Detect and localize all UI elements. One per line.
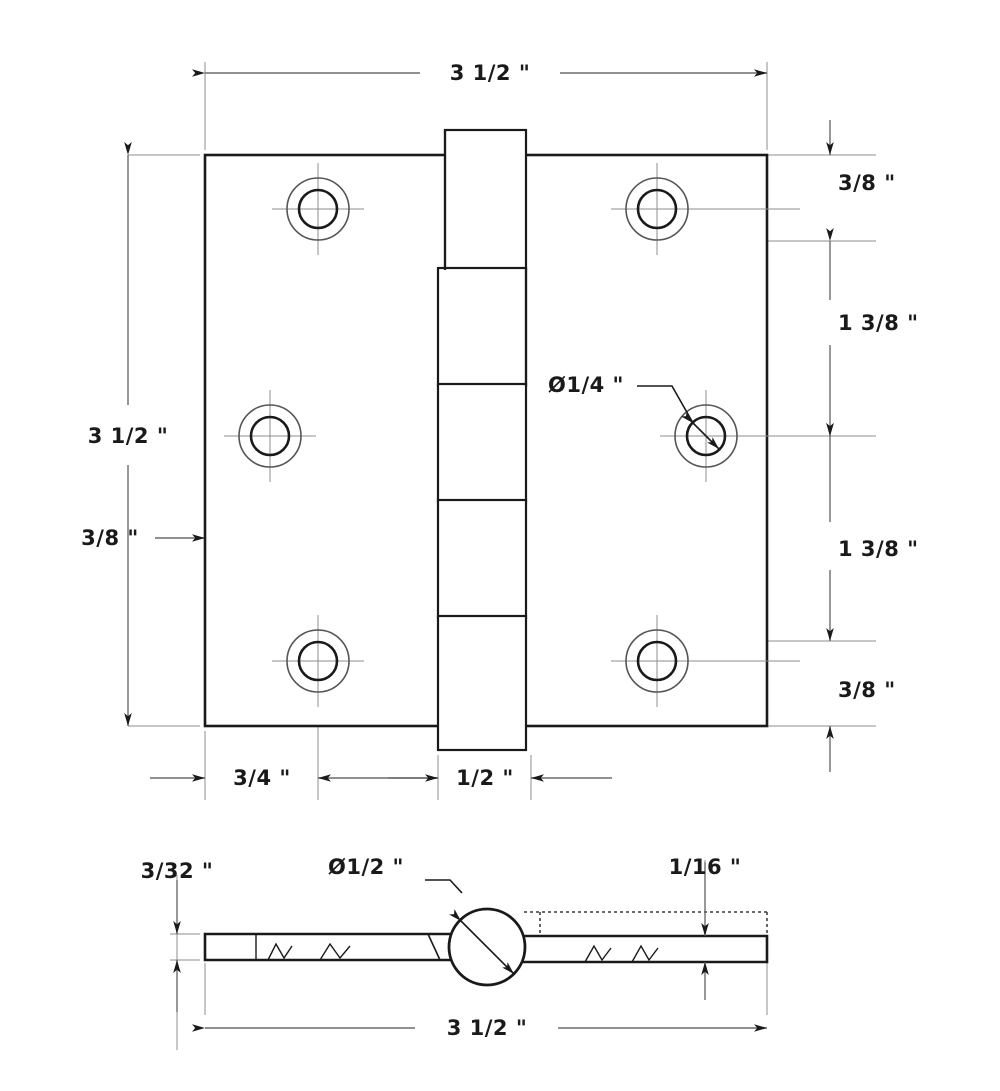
- dim-knuckle-width-label: 1/2 ": [456, 766, 514, 790]
- dim-left-edge-offset-label: 3/8 ": [81, 526, 139, 550]
- knuckle-segment-2: [436, 266, 528, 388]
- dim-right-chain: 3/8 " 1 3/8 " 1 3/8 " 3/8 ": [826, 120, 919, 772]
- dim-bottom-chain: 3/4 " 1/2 ": [150, 766, 612, 790]
- dim-section-overall-length: 3 1/2 ": [192, 1016, 767, 1040]
- dim-overall-height-left-label: 3 1/2 ": [88, 424, 169, 448]
- dim-hole-diameter-label: Ø1/4 ": [548, 373, 624, 397]
- dim-bottom-left-offset-label: 3/4 ": [233, 766, 291, 790]
- knuckle-segment-3: [436, 382, 528, 504]
- dim-overall-width-top: 3 1/2 ": [192, 61, 767, 85]
- dim-gap: 1/16 ": [669, 855, 742, 1000]
- knuckle-segment-5: [436, 614, 528, 752]
- dim-right-2-label: 1 3/8 ": [838, 311, 919, 335]
- dim-barrel-diameter-label: Ø1/2 ": [328, 855, 404, 879]
- screw-hole: [625, 629, 689, 693]
- hole-diameter-leader: [637, 385, 694, 424]
- section-view-group: 3/32 ": [141, 855, 769, 1050]
- screw-hole: [286, 177, 350, 241]
- left-leaf-section: [203, 932, 462, 962]
- dim-right-4-label: 3/8 ": [838, 678, 896, 702]
- dim-hole-diameter: Ø1/4 ": [548, 373, 720, 450]
- knuckle-segment-1: [443, 128, 528, 272]
- dim-right-3-label: 1 3/8 ": [838, 537, 919, 561]
- dim-gap-label: 1/16 ": [669, 855, 742, 879]
- dim-overall-height-left: 3 1/2 ": [88, 142, 169, 726]
- screw-hole: [625, 177, 689, 241]
- knuckle-group: [436, 128, 528, 752]
- hole-diameter-arrows: [681, 411, 720, 450]
- knuckle-segment-4: [436, 498, 528, 620]
- dim-thickness: 3/32 ": [141, 859, 214, 1012]
- right-leaf-section: [513, 934, 769, 964]
- dim-overall-width-top-label: 3 1/2 ": [450, 61, 531, 85]
- screw-hole: [238, 404, 302, 468]
- hidden-open-leaf: [524, 911, 768, 937]
- dim-thickness-label: 3/32 ": [141, 859, 214, 883]
- dim-section-overall-length-label: 3 1/2 ": [447, 1016, 528, 1040]
- screw-hole: [286, 629, 350, 693]
- dim-right-1-label: 3/8 ": [838, 171, 896, 195]
- front-view-group: 3 1/2 " 3 1/2 " 3/8 " 3: [81, 61, 918, 800]
- barrel-diameter-leader: [425, 879, 463, 894]
- dim-barrel-diameter: Ø1/2 ": [328, 855, 515, 975]
- dim-left-edge-offset: 3/8 ": [81, 526, 205, 550]
- barrel-diameter-arrows: [449, 909, 515, 975]
